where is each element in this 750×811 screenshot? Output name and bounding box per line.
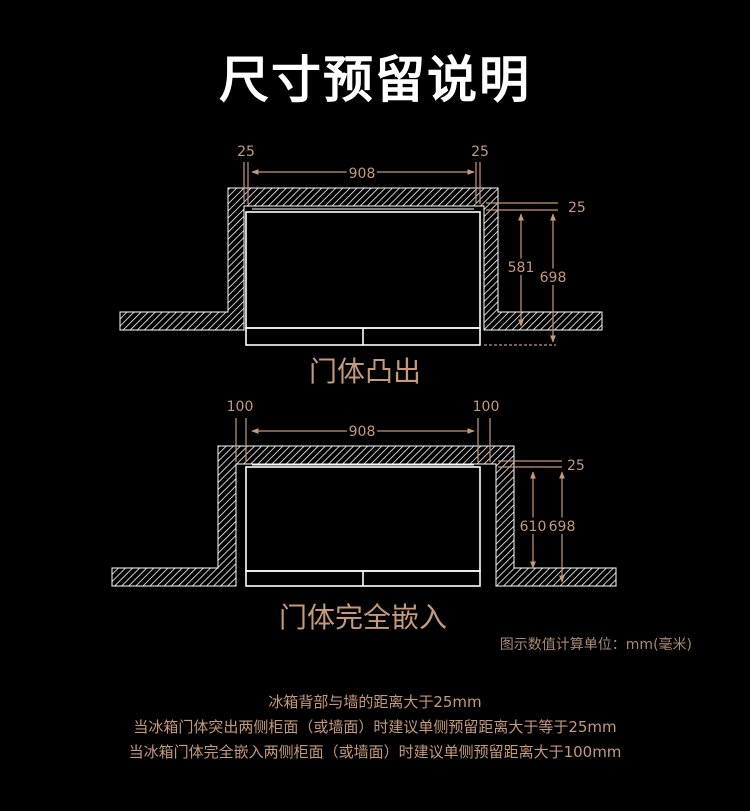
notes: 冰箱背部与墙的距离大于25mm 当冰箱门体突出两侧柜面（或墙面）时建议单侧预留距… <box>0 690 750 765</box>
bottom-back-gap-label: 25 <box>567 458 585 474</box>
top-fridge <box>245 208 481 346</box>
top-back-gap-label: 25 <box>568 200 586 216</box>
note-line: 当冰箱门体突出两侧柜面（或墙面）时建议单侧预留距离大于等于25mm <box>133 718 617 736</box>
bottom-left-gap-label: 100 <box>227 399 254 415</box>
bottom-total-depth-label: 698 <box>549 519 576 535</box>
top-left-gap-label: 25 <box>237 144 255 160</box>
bottom-wall <box>111 445 617 587</box>
note-line: 冰箱背部与墙的距离大于25mm <box>268 693 482 711</box>
top-diagram-caption: 门体凸出 <box>309 355 422 388</box>
top-width-label: 908 <box>349 166 376 182</box>
top-right-gap-label: 25 <box>471 144 489 160</box>
bottom-width-label: 908 <box>349 424 376 440</box>
bottom-right-gap-label: 100 <box>473 399 500 415</box>
unit-note: 图示数值计算单位：mm(毫米) <box>499 637 692 653</box>
page-title: 尺寸预留说明 <box>219 51 531 109</box>
top-diagram: 25 25 908 25 581 698 <box>119 144 603 346</box>
bottom-diagram: 100 100 908 25 610 698 <box>111 399 617 587</box>
bottom-diagram-caption: 门体完全嵌入 <box>279 601 448 634</box>
top-total-depth-label: 698 <box>540 270 567 286</box>
bottom-body-depth-label: 610 <box>520 519 547 535</box>
top-wall <box>119 187 603 331</box>
top-body-depth-label: 581 <box>508 260 535 276</box>
bottom-fridge <box>245 464 481 587</box>
note-line: 当冰箱门体完全嵌入两侧柜面（或墙面）时建议单侧预留距离大于100mm <box>128 743 622 761</box>
